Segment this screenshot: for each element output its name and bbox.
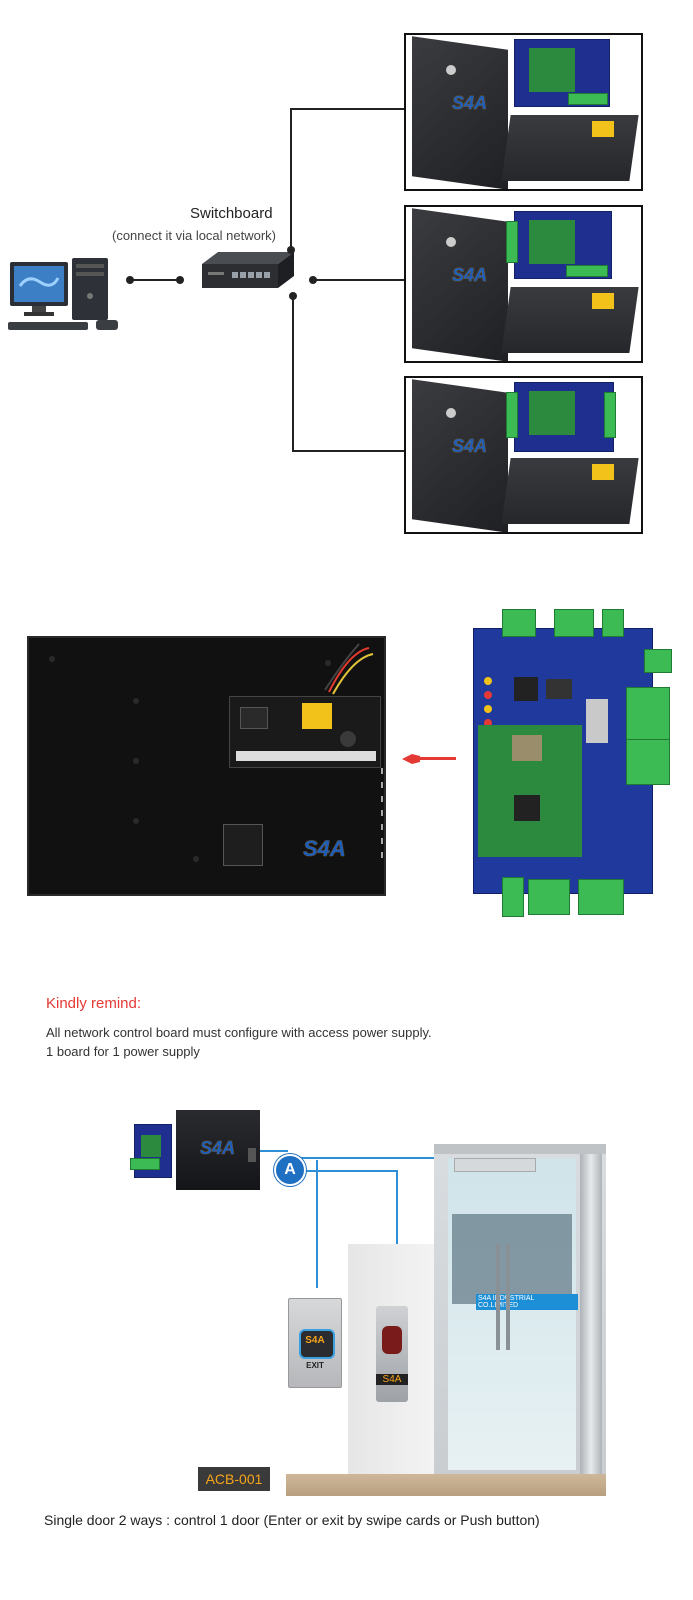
exit-button (299, 1329, 335, 1359)
computer-icon (6, 256, 126, 336)
fingerprint-reader: S4A (376, 1306, 408, 1402)
network-switch (196, 250, 296, 294)
lid-screw (446, 408, 456, 418)
cable-line (290, 108, 404, 110)
model-tag: ACB-001 (198, 1467, 270, 1491)
network-module (478, 725, 582, 857)
remind-title: Kindly remind: (46, 995, 142, 1012)
connector-dot (287, 246, 295, 254)
cable-line (313, 279, 404, 281)
control-board (514, 211, 612, 279)
box-logo: S4A (452, 93, 488, 113)
mini-power-box: S4A (176, 1110, 260, 1190)
cable-line (292, 450, 404, 452)
open-power-box: S4A (27, 636, 386, 896)
box-logo: S4A (303, 836, 346, 861)
box-logo: S4A (452, 265, 488, 285)
floor (286, 1474, 606, 1496)
cable-line (290, 108, 292, 250)
switchboard-title: Switchboard (190, 205, 273, 222)
cable-line (130, 279, 180, 281)
glass-sign: S4A INDUSTRIAL CO.LIMITED (476, 1294, 578, 1310)
lid-screw (446, 237, 456, 247)
tamper-switch (223, 824, 263, 866)
door-installation-diagram: S4A A S4A INDUSTRIAL CO.LIMITED S4A EXIT… (120, 1100, 620, 1500)
box-body (501, 458, 639, 524)
cable-line (292, 296, 294, 450)
lid-screw (446, 65, 456, 75)
badge-a: A (274, 1154, 306, 1186)
network-diagram: Switchboard (connect it via local networ… (0, 0, 693, 560)
wires (319, 642, 379, 696)
controller-box-3: S4A (404, 376, 643, 534)
controller-box-2: S4A (404, 205, 643, 363)
exit-button-plate: S4A EXIT (288, 1298, 342, 1388)
magnetic-lock (454, 1158, 536, 1172)
wire (298, 1157, 440, 1159)
wire (298, 1170, 398, 1172)
power-supply-module (229, 696, 381, 768)
control-board (514, 382, 614, 452)
wire (316, 1160, 318, 1288)
box-body (501, 115, 639, 181)
wire (260, 1150, 288, 1152)
switchboard-subtitle: (connect it via local network) (112, 228, 277, 243)
box-body (501, 287, 639, 353)
network-control-board (473, 609, 672, 917)
box-logo: S4A (452, 436, 488, 456)
pointing-hand-icon (402, 752, 456, 766)
wire (396, 1170, 398, 1308)
remind-line-1: All network control board must configure… (46, 1025, 432, 1040)
control-board (514, 39, 610, 107)
controller-box-1: S4A (404, 33, 643, 191)
remind-line-2: 1 board for 1 power supply (46, 1044, 200, 1059)
glass-door: S4A INDUSTRIAL CO.LIMITED (434, 1144, 606, 1480)
connector-dot (176, 276, 184, 284)
caution-label (302, 703, 332, 729)
bottom-caption: Single door 2 ways : control 1 door (Ent… (44, 1512, 540, 1528)
